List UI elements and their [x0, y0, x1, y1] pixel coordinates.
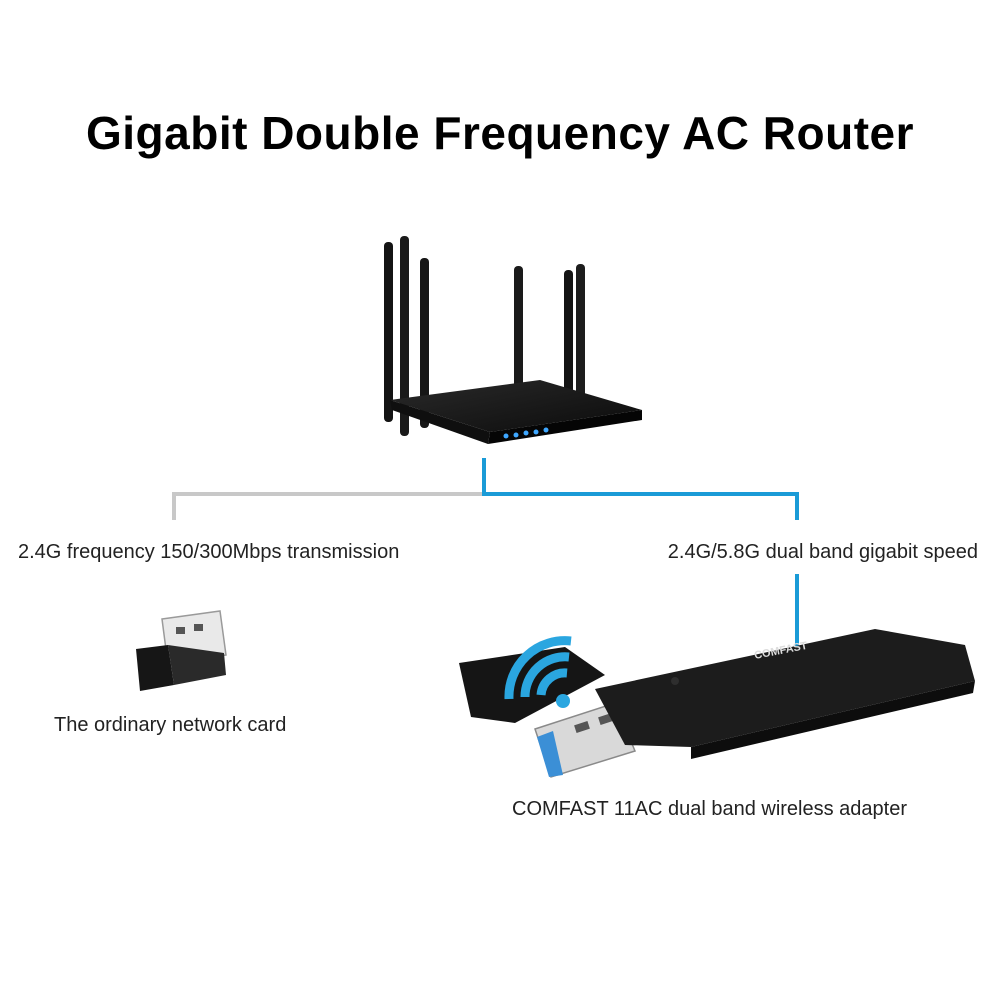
wifi-signal-icon: [504, 636, 572, 708]
antenna: [564, 270, 573, 420]
router-image: [384, 236, 642, 444]
antenna: [400, 236, 409, 436]
blue-connector-line: [482, 458, 799, 520]
adapter-cap: [459, 647, 605, 723]
router-front: [488, 410, 642, 444]
left-band-label: 2.4G frequency 150/300Mbps transmission: [18, 541, 400, 563]
comfast-adapter-label: COMFAST 11AC dual band wireless adapter: [512, 798, 908, 820]
gray-connector-line: [172, 492, 484, 520]
antenna: [420, 258, 429, 428]
page-title: Gigabit Double Frequency AC Router: [85, 107, 915, 159]
antenna: [576, 264, 585, 414]
antenna: [384, 242, 393, 422]
router-top: [390, 380, 642, 432]
ordinary-card-label: The ordinary network card: [54, 714, 287, 736]
adapter-body: [595, 629, 975, 747]
ordinary-network-card-image: [136, 610, 227, 691]
right-band-label: 2.4G/5.8G dual band gigabit speed: [667, 541, 978, 563]
antenna: [514, 266, 523, 418]
router-side: [390, 400, 490, 444]
comfast-adapter-image: COMFAST: [459, 629, 975, 778]
